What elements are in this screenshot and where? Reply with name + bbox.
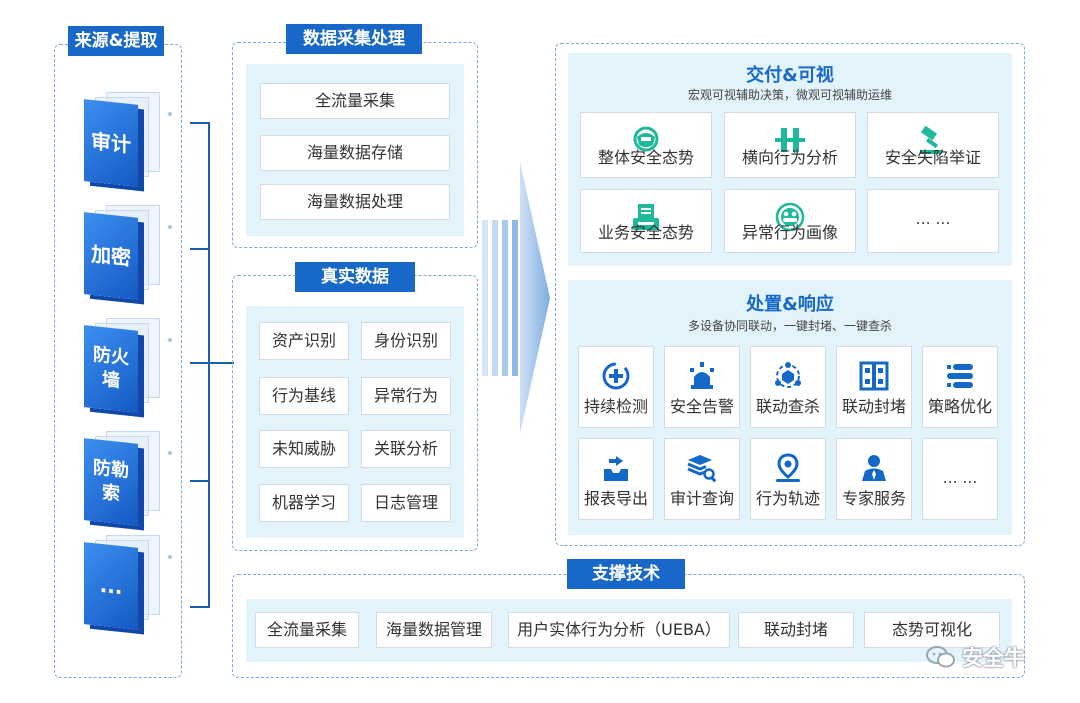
tile-label: 策略优化 xyxy=(927,397,992,416)
location-pin-icon xyxy=(776,453,800,482)
tile-label: 业务安全态势 xyxy=(597,223,694,242)
alarm-light-icon xyxy=(690,362,714,389)
support-item: 用户实体行为分析（UEBA） xyxy=(508,612,730,648)
realdata-item: 异常行为 xyxy=(361,377,451,415)
tile-label: 持续检测 xyxy=(583,397,648,416)
collection-item: 全流量采集 xyxy=(260,83,450,119)
watermark-text: 安全牛 xyxy=(962,646,1025,670)
bracket-tick xyxy=(190,606,210,608)
watermark: 安全牛 xyxy=(926,643,1025,671)
collection-title: 数据采集处理 xyxy=(286,24,422,54)
stack-search-icon xyxy=(687,455,717,483)
tile-label: 行为轨迹 xyxy=(755,489,820,508)
expert-person-icon xyxy=(862,455,886,481)
source-label: 防火墙 xyxy=(84,325,138,413)
response-tile-linked-kill: 联动查杀 xyxy=(750,346,826,428)
delivery-tile-overall-situation: 整体安全态势 xyxy=(580,112,712,178)
source-card-audit: 审计 xyxy=(84,92,172,188)
source-label: 加密 xyxy=(84,212,138,300)
lateral-link-icon xyxy=(775,128,805,152)
realdata-item: 机器学习 xyxy=(259,484,349,522)
delivery-tile-more: … … xyxy=(867,189,999,253)
response-title: 处置&响应 xyxy=(746,294,834,315)
support-title: 支撑技术 xyxy=(567,559,685,589)
response-tile-audit-query: 审计查询 xyxy=(664,438,740,520)
tile-label: 联动查杀 xyxy=(755,397,820,416)
support-item: 态势可视化 xyxy=(864,612,1000,648)
tile-label: 整体安全态势 xyxy=(597,148,694,167)
realdata-item: 行为基线 xyxy=(259,377,349,415)
support-item: 联动封堵 xyxy=(738,612,854,648)
response-tile-continuous-detection: 持续检测 xyxy=(578,346,654,428)
delivery-tile-behavior-profile: 异常行为画像 xyxy=(724,189,856,253)
response-tile-report-export: 报表导出 xyxy=(578,438,654,520)
source-label: 审计 xyxy=(84,99,138,187)
realdata-title: 真实数据 xyxy=(295,262,415,292)
collection-item: 海量数据处理 xyxy=(260,184,450,220)
realdata-item: 身份识别 xyxy=(361,322,451,360)
source-label-text: 防勒索 xyxy=(93,457,129,505)
response-tile-strategy-optimize: 策略优化 xyxy=(922,346,998,428)
user-group-circle-icon xyxy=(775,202,805,232)
gavel-icon xyxy=(920,125,942,154)
helmet-shield-icon xyxy=(633,126,659,152)
tile-label: 横向行为分析 xyxy=(741,148,838,167)
response-tile-behavior-track: 行为轨迹 xyxy=(750,438,826,520)
realdata-item: 资产识别 xyxy=(259,322,349,360)
strategy-bars-icon xyxy=(947,364,973,388)
collection-item: 海量数据存储 xyxy=(260,135,450,171)
network-hub-icon xyxy=(775,362,801,388)
flow-arrow xyxy=(482,162,550,434)
delivery-tile-compromise-evidence: 安全失陷举证 xyxy=(867,112,999,178)
response-tile-expert-service: 专家服务 xyxy=(836,438,912,520)
realdata-item: 未知威胁 xyxy=(259,430,349,468)
bracket-to-middle xyxy=(208,362,234,364)
wechat-icon xyxy=(926,646,955,668)
tile-label: 异常行为画像 xyxy=(741,223,838,242)
bracket-vertical xyxy=(208,122,210,608)
realdata-item: 日志管理 xyxy=(361,484,451,522)
tile-label: … … xyxy=(942,469,978,487)
source-card-firewall: 防火墙 xyxy=(84,318,172,414)
source-label: 防勒索 xyxy=(84,438,138,526)
tray-export-icon xyxy=(604,456,628,481)
response-tile-security-alarm: 安全告警 xyxy=(664,346,740,428)
response-tile-linked-block: 联动封堵 xyxy=(836,346,912,428)
source-card-more: ... xyxy=(84,535,172,631)
delivery-tile-business-situation: 业务安全态势 xyxy=(580,189,712,253)
tile-label: 联动封堵 xyxy=(841,397,906,416)
source-label-text: 防火墙 xyxy=(93,344,129,392)
sources-title: 来源&提取 xyxy=(68,26,164,56)
bracket-tick xyxy=(190,248,210,250)
tile-label: 安全告警 xyxy=(669,397,734,416)
source-label: ... xyxy=(84,542,138,630)
tile-label: 报表导出 xyxy=(583,489,648,508)
delivery-tile-lateral-analysis: 横向行为分析 xyxy=(724,112,856,178)
delivery-title: 交付&可视 xyxy=(746,65,834,86)
support-item: 全流量采集 xyxy=(255,612,359,648)
bracket-tick xyxy=(190,122,210,124)
response-subtitle: 多设备协同联动，一键封堵、一键查杀 xyxy=(687,319,892,333)
tile-label: … … xyxy=(915,210,951,228)
support-item: 海量数据管理 xyxy=(376,612,492,648)
tile-label: 安全失陷举证 xyxy=(884,148,981,167)
bracket-tick xyxy=(190,480,210,482)
block-grid-icon xyxy=(859,361,889,391)
response-tile-more: … … xyxy=(922,438,998,520)
delivery-subtitle: 宏观可视辅助决策，微观可视辅助运维 xyxy=(687,88,892,102)
source-card-ransomware: 防勒索 xyxy=(84,431,172,527)
realdata-item: 关联分析 xyxy=(361,430,451,468)
tile-label: 专家服务 xyxy=(841,489,906,508)
bracket-tick xyxy=(190,362,210,364)
right-frame xyxy=(555,43,1025,546)
tile-label: 审计查询 xyxy=(669,489,734,508)
printer-document-icon xyxy=(633,204,659,230)
plus-circle-icon xyxy=(602,362,630,390)
source-card-encrypt: 加密 xyxy=(84,205,172,301)
